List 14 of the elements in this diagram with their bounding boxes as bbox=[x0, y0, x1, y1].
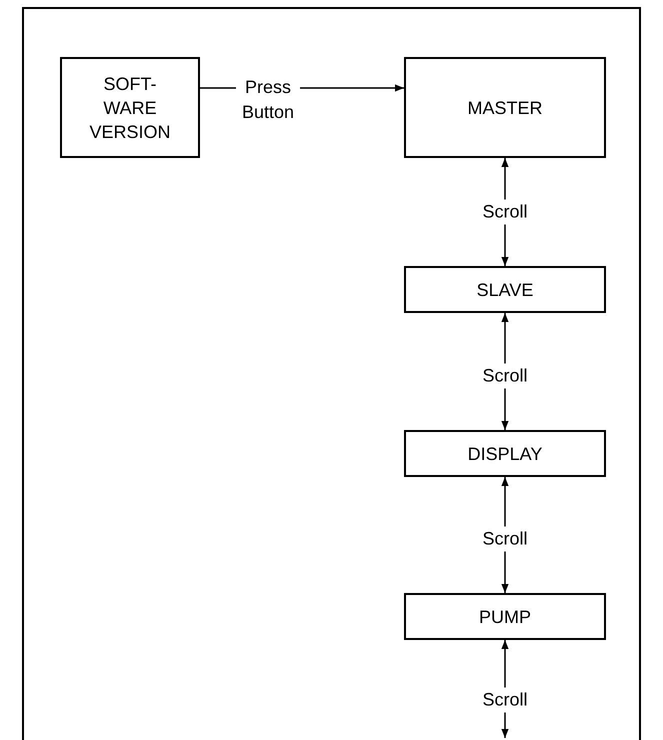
process-box bbox=[404, 593, 606, 640]
box-label: SLAVE bbox=[476, 278, 534, 302]
process-box bbox=[404, 430, 606, 477]
process-box bbox=[404, 57, 606, 158]
box-label: PUMP bbox=[478, 606, 532, 628]
edge-label: Scroll bbox=[480, 364, 530, 388]
box-label: MASTER bbox=[466, 96, 544, 120]
edge-label: Scroll bbox=[480, 526, 530, 552]
process-box bbox=[60, 57, 200, 158]
box-label: SOFT- WARE VERSION bbox=[88, 72, 172, 144]
box-label: DISPLAY bbox=[466, 442, 544, 466]
edge-label: Scroll bbox=[480, 688, 530, 712]
process-box bbox=[404, 266, 606, 313]
edge-label: Scroll bbox=[480, 200, 530, 224]
